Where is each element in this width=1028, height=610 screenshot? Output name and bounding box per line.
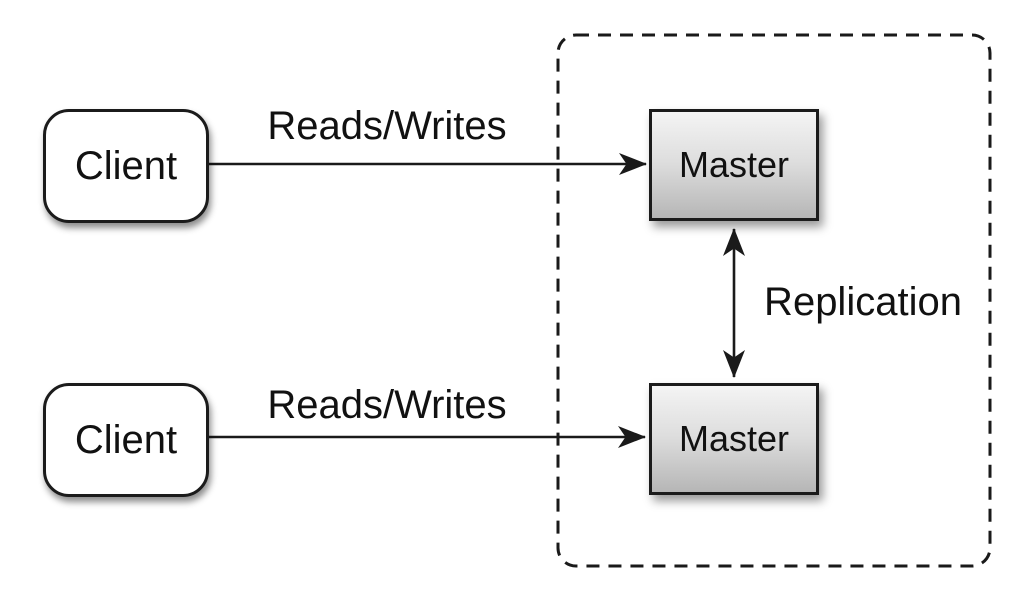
client-node-bottom-label: Client (74, 417, 178, 462)
client-node-top-label: Client (74, 143, 178, 188)
replication-label: Replication (764, 280, 962, 324)
client-node-bottom: Client (43, 383, 209, 497)
reads-writes-label-top: Reads/Writes (267, 104, 507, 148)
master-node-top: Master (649, 109, 819, 221)
master-node-bottom-label: Master (678, 418, 790, 459)
master-node-bottom: Master (649, 383, 819, 495)
reads-writes-label-bottom: Reads/Writes (267, 383, 507, 427)
master-node-top-label: Master (678, 144, 790, 185)
client-node-top: Client (43, 109, 209, 223)
